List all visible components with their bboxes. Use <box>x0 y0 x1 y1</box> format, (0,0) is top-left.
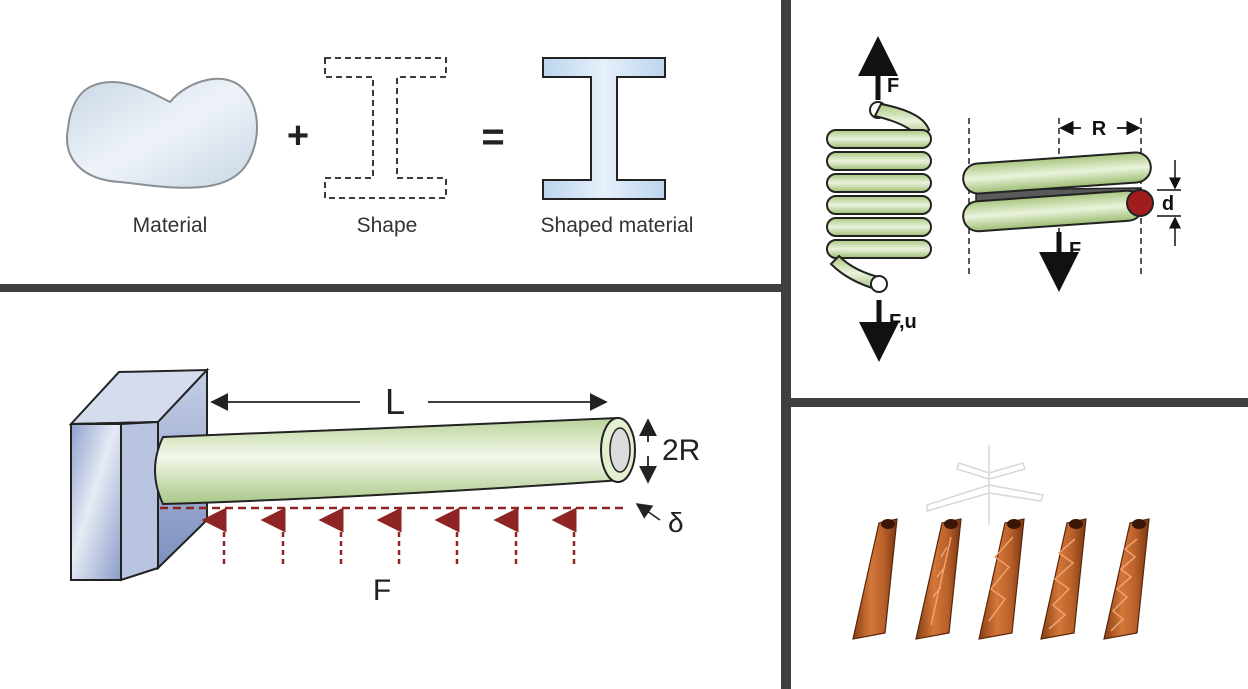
beam-1-hole <box>881 519 895 529</box>
coil-4 <box>826 195 932 215</box>
equals-sign: = <box>481 115 504 159</box>
faint-background-structure <box>926 445 1044 525</box>
deflection-pointer <box>635 503 661 521</box>
beam-4-hole <box>1069 519 1083 529</box>
tube-body <box>154 416 624 506</box>
diameter-label: 2R <box>662 434 700 467</box>
beam-2-lattice <box>930 536 952 626</box>
copper-beam-1 <box>852 518 898 640</box>
beam-5-hole <box>1132 519 1146 529</box>
spring-diagram: F F,u R <box>826 36 1181 362</box>
beam-4-body <box>1040 518 1087 640</box>
lattice-beams-panel <box>791 407 1248 689</box>
wire-diameter-label: d <box>1162 193 1174 215</box>
beam-3-hole <box>1007 519 1021 529</box>
cantilever-beam-panel: L 2R δ F <box>0 292 781 689</box>
dashed-ibeam-shape <box>324 57 447 199</box>
shaped-material-label: Shaped material <box>541 214 694 237</box>
wire-cross-section <box>1126 189 1154 217</box>
faint-arm-back <box>956 462 990 480</box>
plus-sign: + <box>287 115 309 157</box>
coil-5 <box>826 217 932 237</box>
beam-2-body <box>915 518 962 640</box>
spring-panel: F F,u R <box>791 0 1248 398</box>
wall-front <box>70 423 122 581</box>
copper-beam-5 <box>1103 518 1150 640</box>
beam-5-body <box>1103 518 1150 640</box>
tube-end-inner <box>609 427 631 473</box>
spring-bottom-end <box>870 275 888 293</box>
spring-bottom-force-label: F,u <box>889 311 917 333</box>
coil-1 <box>826 129 932 149</box>
deflection-label: δ <box>668 507 684 538</box>
faint-arm-left <box>926 484 990 512</box>
beam-3-body <box>978 518 1025 640</box>
spring-mid-force-label: F <box>1069 239 1081 261</box>
material-blob <box>66 77 259 189</box>
beam-5-lattice <box>1110 538 1138 632</box>
shape-label: Shape <box>357 214 418 237</box>
radius-label: R <box>1092 118 1107 140</box>
length-label: L <box>385 381 405 422</box>
copper-beam-2 <box>915 518 962 640</box>
coil-2 <box>826 151 932 171</box>
force-label: F <box>373 574 391 607</box>
distributed-force-arrows <box>201 507 577 564</box>
coil-3 <box>826 173 932 193</box>
spring-coils <box>826 101 932 293</box>
beam-2-hole <box>944 519 958 529</box>
coil-6 <box>826 239 932 259</box>
coil-section-upper <box>962 151 1152 195</box>
copper-beam-4 <box>1040 518 1087 640</box>
shape-equation-diagram: + = Material Shape Shaped material <box>66 57 694 237</box>
lattice-beams-diagram <box>852 445 1150 640</box>
shaped-ibeam <box>542 57 666 200</box>
faint-arm-right <box>988 484 1044 502</box>
spring-top-force-label: F <box>887 75 899 97</box>
shape-equation-panel: + = Material Shape Shaped material <box>0 0 781 284</box>
beam-4-lattice <box>1048 538 1076 630</box>
beam-3-lattice <box>988 536 1014 622</box>
faint-arm-front <box>988 462 1026 480</box>
copper-beam-3 <box>978 518 1025 640</box>
wall-bevel <box>120 420 159 582</box>
beam-1-body <box>852 518 898 640</box>
cantilever-beam-diagram: L 2R δ F <box>68 367 700 607</box>
material-label: Material <box>133 214 208 237</box>
